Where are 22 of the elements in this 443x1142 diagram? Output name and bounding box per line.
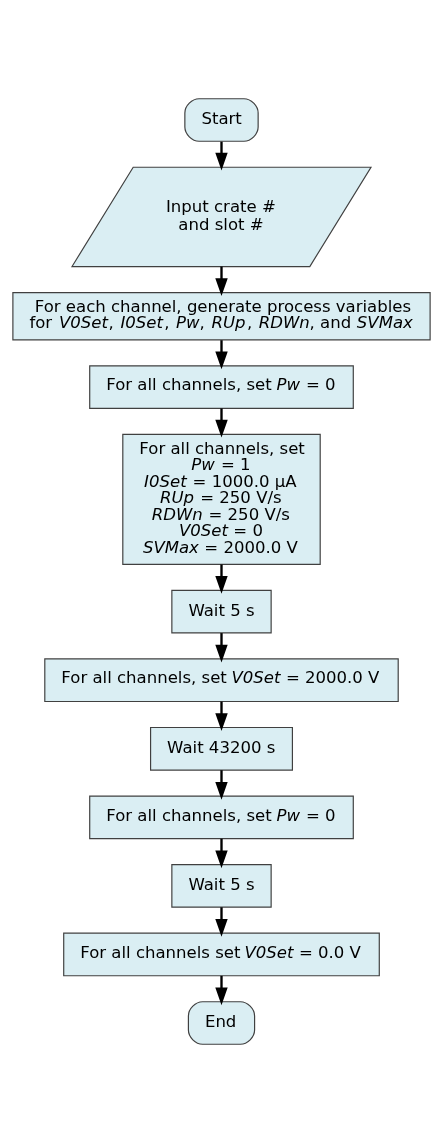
node-box: Wait 5 s xyxy=(171,589,272,634)
node-box: For each channel, generate process variables for V0Set, I0Set, Pw, RUp, RDWn, and SVMax xyxy=(12,291,431,340)
arrow xyxy=(215,838,228,868)
arrow xyxy=(215,141,228,170)
arrow xyxy=(215,769,228,800)
node-box: For all channels set V0Set = 0.0 V xyxy=(63,932,380,976)
node-box: Wait 43200 s xyxy=(150,726,293,771)
node-box: For all channels, set Pw = 1 I0Set = 1000.0 µA RUp = 250 V/s RDWn = 250 V/s V0Set = 0 SVMax = 2000.0 V xyxy=(122,433,321,565)
node-box: For all channels, set Pw = 0 xyxy=(89,795,354,839)
arrow xyxy=(215,339,228,369)
arrow xyxy=(215,701,228,731)
arrow xyxy=(215,632,228,663)
arrow xyxy=(215,975,228,1005)
node-box: Start xyxy=(184,97,259,142)
arrow xyxy=(215,906,228,937)
node-box: For all channels, set V0Set = 2000.0 V xyxy=(44,657,399,702)
node-box: For all channels, set Pw = 0 xyxy=(89,364,354,409)
arrow xyxy=(215,407,228,438)
arrow xyxy=(215,564,228,594)
node-box: Wait 5 s xyxy=(171,863,272,908)
node-box: End xyxy=(187,1000,256,1045)
arrow xyxy=(215,266,228,296)
